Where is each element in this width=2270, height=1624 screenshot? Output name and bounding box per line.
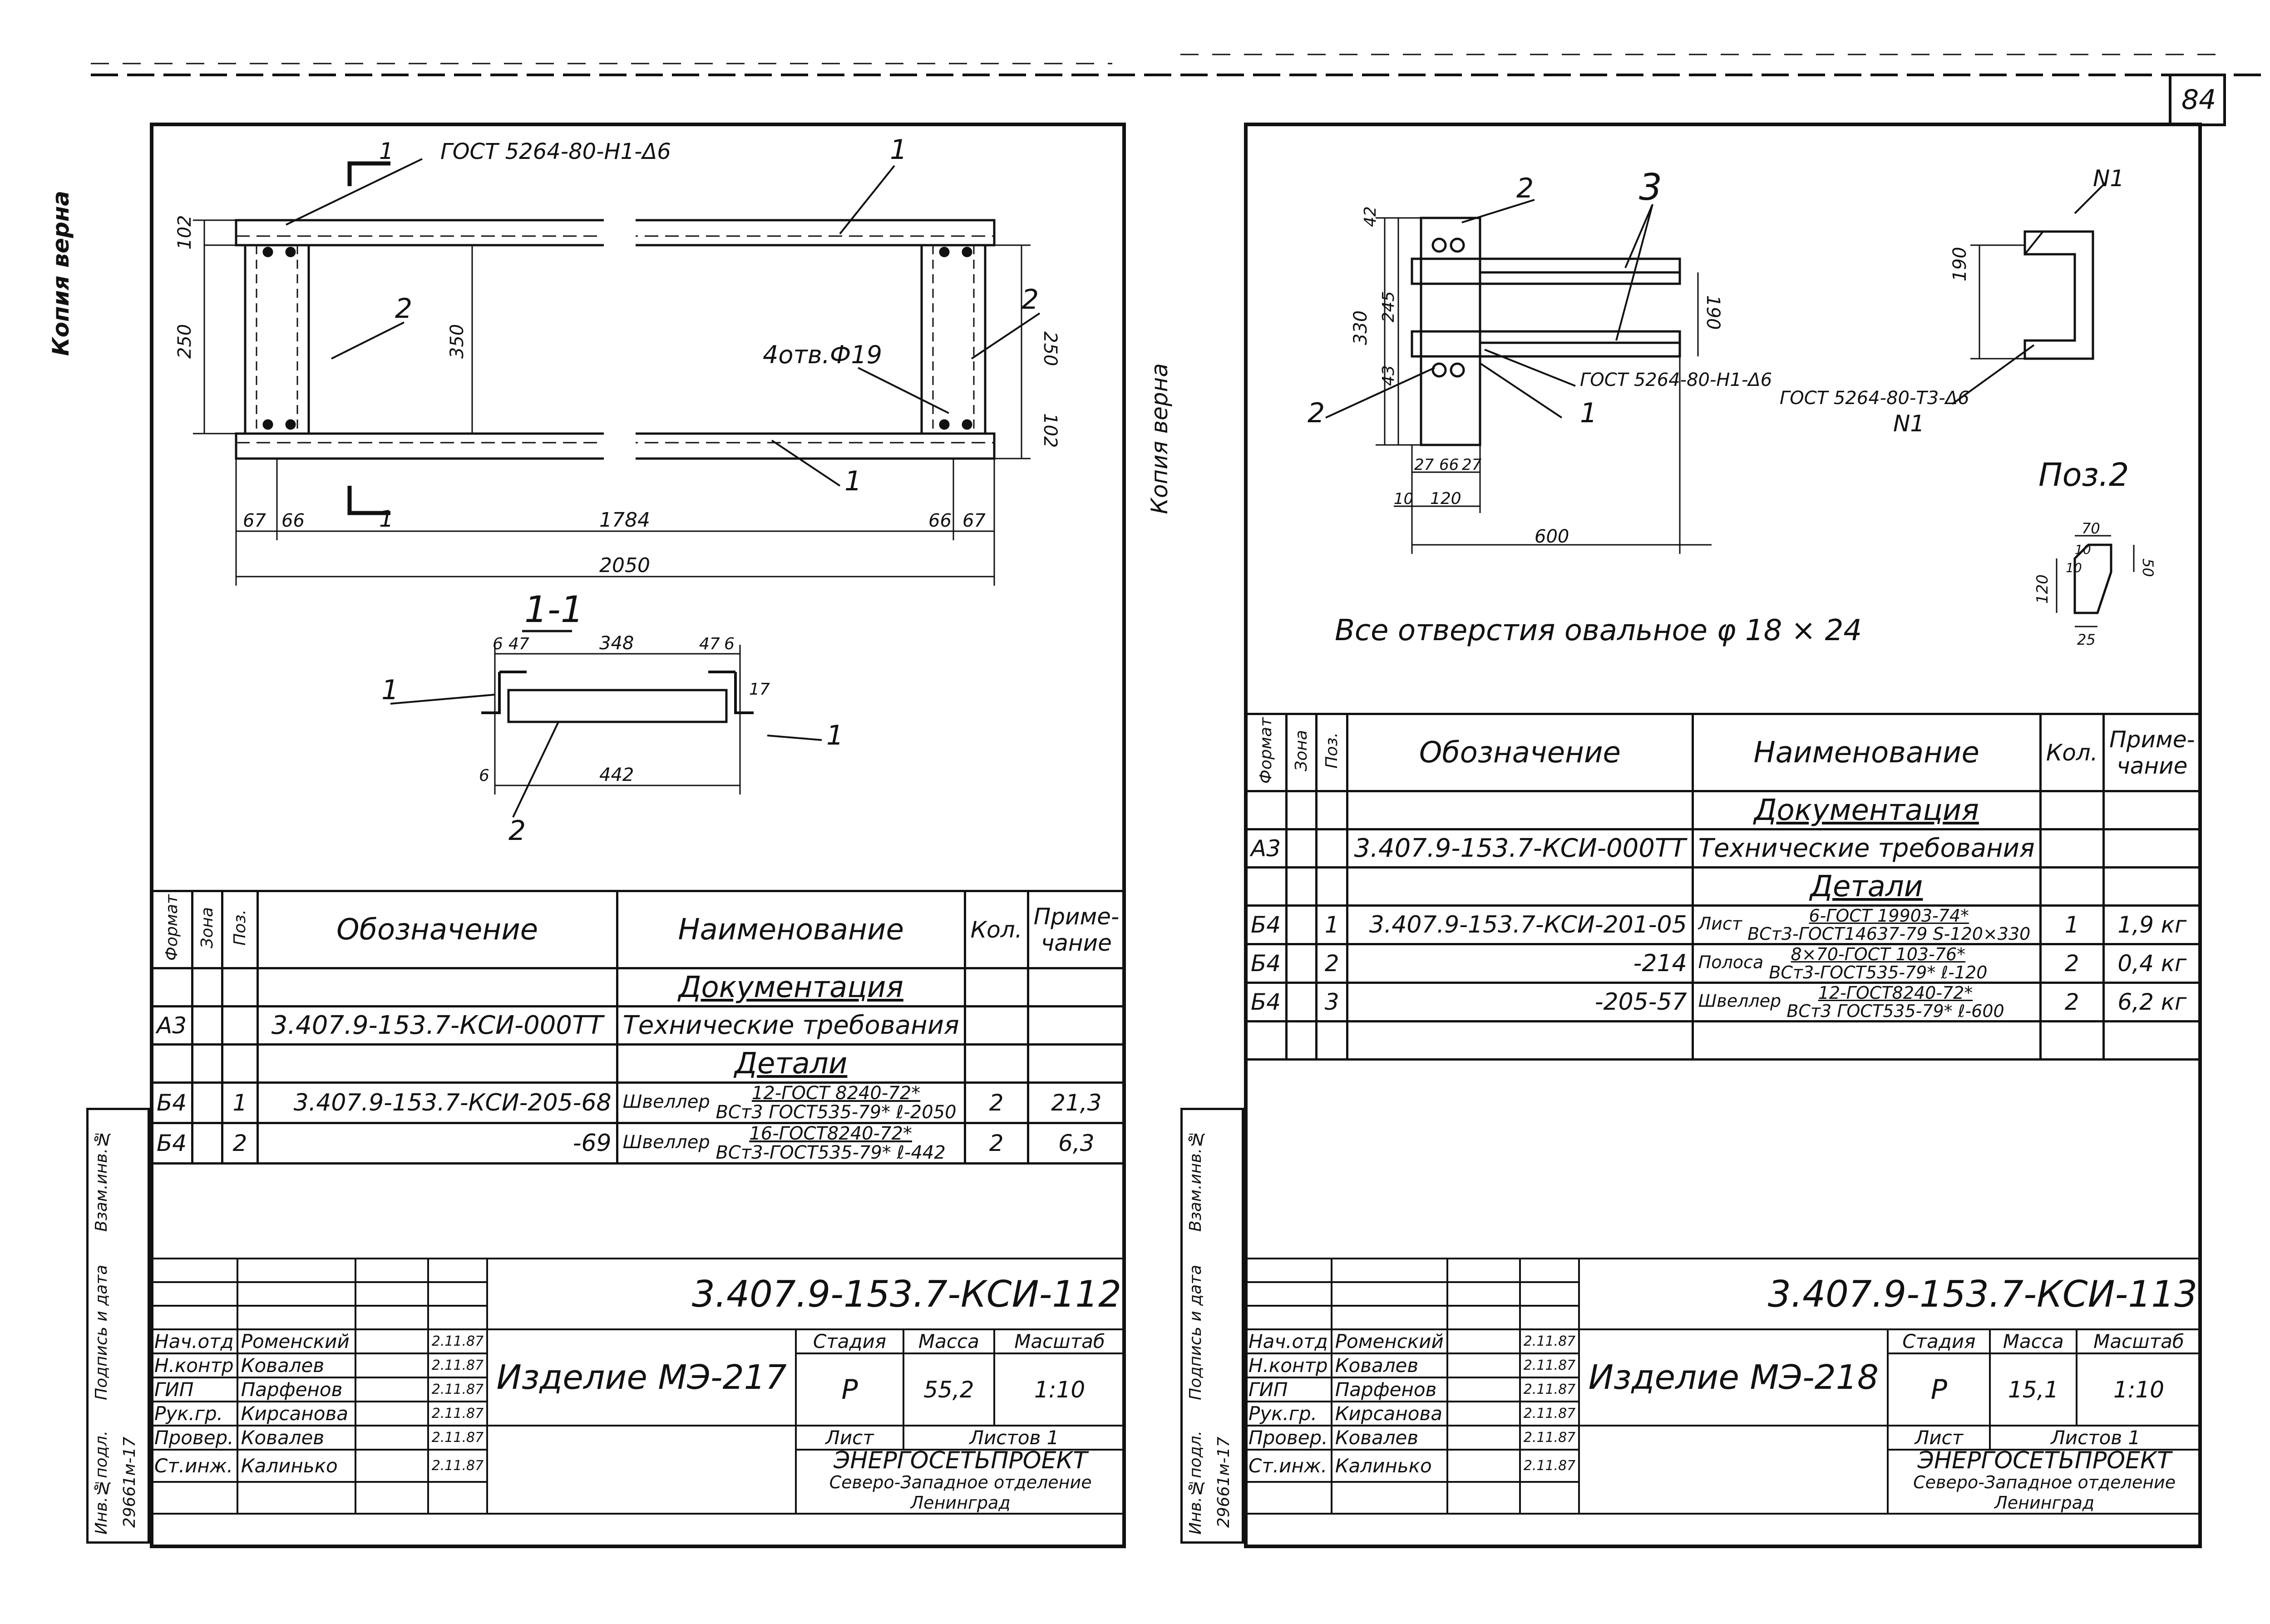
left-drawing: ГОСТ 5264-80-Н1-Δ6 1 1 1 1 2 2 4отв.Ф19 … xyxy=(174,134,1061,847)
header-note: Приме-чание xyxy=(1026,890,1126,969)
pos-2-right: 2 xyxy=(1022,284,1039,316)
section-mark-bottom: 1 xyxy=(379,506,394,532)
dim-67-b: 67 xyxy=(962,510,986,531)
svg-text:27: 27 xyxy=(1414,456,1434,474)
section-mark-top: 1 xyxy=(379,138,394,164)
page-number: 84 xyxy=(2181,84,2216,116)
doc-name: Технические требования xyxy=(616,1005,966,1046)
header-name: Наименование xyxy=(616,890,966,969)
svg-text:66: 66 xyxy=(1439,456,1459,474)
copy-stamp-mid: Копия верна xyxy=(1146,363,1173,514)
dim-1784: 1784 xyxy=(599,508,650,532)
left-side-strip: Взам.инв.№ Подпись и дата Инв.№подл. 296… xyxy=(86,1108,150,1544)
r-pos-2b: 2 xyxy=(1308,397,1325,429)
spec-row: Б4 1 3.407.9-153.7-КСИ-205-68 Швеллер 12… xyxy=(149,1081,1126,1124)
section-title: 1-1 xyxy=(524,588,584,631)
pos-1-bottom: 1 xyxy=(844,465,862,497)
svg-text:27: 27 xyxy=(1462,456,1482,474)
dim-2050: 2050 xyxy=(599,554,650,577)
sec-dim-6b: 6 xyxy=(724,635,735,653)
spec-row: Б4 1 3.407.9-153.7-КСИ-201-05 Лист 6-ГОС… xyxy=(1244,904,2202,945)
poz2-title: Поз.2 xyxy=(2038,456,2129,494)
n1-bottom: N1 xyxy=(1893,410,1925,437)
dim-66-a: 66 xyxy=(281,510,305,531)
svg-text:120: 120 xyxy=(2033,574,2052,604)
doc-designation: 3.407.9-153.7-КСИ-000ТТ xyxy=(256,1005,618,1046)
sec-pos-2: 2 xyxy=(508,815,526,847)
svg-text:190: 190 xyxy=(1702,295,1723,330)
pos-1-top: 1 xyxy=(890,134,907,166)
svg-text:25: 25 xyxy=(2077,631,2096,648)
holes-note: Все отверстия овальное φ 18 × 24 xyxy=(1335,614,1862,647)
sec-dim-17: 17 xyxy=(749,680,770,699)
sec-pos-1-right: 1 xyxy=(826,720,844,751)
left-sheet-frame xyxy=(150,123,1126,1548)
sec-dim-6a: 6 xyxy=(493,635,503,653)
svg-text:10: 10 xyxy=(1394,490,1413,508)
svg-text:120: 120 xyxy=(1430,489,1461,508)
spec-row: Б4 2 -214 Полоса 8×70-ГОСТ 103-76*ВСт3-Г… xyxy=(1244,943,2202,984)
copy-stamp-left: Копия верна xyxy=(48,191,74,356)
r-section-parts: Детали xyxy=(1691,866,2042,907)
weld-note-label: ГОСТ 5264-80-Н1-Δ6 xyxy=(440,139,671,164)
dim-250-b: 250 xyxy=(1040,331,1061,366)
right-spec-table: Формат Зона Поз. Обозначение Наименовани… xyxy=(1244,713,2202,1061)
right-drawing: 2 3 2 1 ГОСТ 5264-80-Н1-Δ6 ГОСТ 5264-80-… xyxy=(1308,165,2156,648)
dim-66-b: 66 xyxy=(928,510,952,531)
sec-pos-1-left: 1 xyxy=(381,674,399,706)
dim-250-a: 250 xyxy=(174,324,195,359)
r-pos-2a: 2 xyxy=(1516,173,1534,204)
n1-top: N1 xyxy=(2093,165,2124,192)
section-docs: Документация xyxy=(616,967,966,1007)
dim-350: 350 xyxy=(447,324,468,359)
header-designation: Обозначение xyxy=(256,890,618,969)
top-border xyxy=(91,54,2270,126)
svg-text:10: 10 xyxy=(2066,560,2082,575)
r-weld-note-1: ГОСТ 5264-80-Н1-Δ6 xyxy=(1580,370,1772,390)
dim-102-b: 102 xyxy=(1040,413,1061,448)
svg-text:245: 245 xyxy=(1379,291,1398,322)
right-side-strip: Взам.инв.№ Подпись и дата Инв.№подл. 296… xyxy=(1180,1108,1244,1544)
left-product: Изделие МЭ-217 xyxy=(486,1328,797,1427)
right-code: 3.407.9-153.7-КСИ-113 xyxy=(1578,1258,2202,1330)
dim-102-a: 102 xyxy=(174,215,195,250)
dim-67-a: 67 xyxy=(243,510,266,531)
holes-label: 4отв.Ф19 xyxy=(763,341,882,369)
pos-2-left: 2 xyxy=(395,293,412,325)
svg-text:43: 43 xyxy=(1379,365,1398,386)
left-code: 3.407.9-153.7-КСИ-112 xyxy=(486,1258,1126,1330)
svg-text:42: 42 xyxy=(1361,206,1380,227)
svg-text:600: 600 xyxy=(1535,526,1569,547)
right-product: Изделие МЭ-218 xyxy=(1578,1328,1889,1427)
svg-text:50: 50 xyxy=(2139,558,2156,577)
left-spec-table: Формат Зона Поз. Обозначение Наименовани… xyxy=(149,890,1126,1165)
sec-dim-47a: 47 xyxy=(508,635,529,653)
r-weld-note-2: ГОСТ 5264-80-Т3-Δ6 xyxy=(1780,388,1969,409)
sec-dim-47b: 47 xyxy=(699,635,720,653)
svg-text:330: 330 xyxy=(1350,311,1371,345)
sec-dim-442: 442 xyxy=(599,765,634,785)
r-pos-1: 1 xyxy=(1580,397,1597,429)
section-parts: Детали xyxy=(616,1043,966,1084)
svg-text:10: 10 xyxy=(2075,542,2091,557)
svg-text:190: 190 xyxy=(1949,247,1970,281)
sec-dim-348: 348 xyxy=(599,633,634,654)
r-section-docs: Документация xyxy=(1691,790,2042,830)
header-qty: Кол. xyxy=(963,890,1029,969)
spec-row: Б4 3 -205-57 Швеллер 12-ГОСТ8240-72*ВСт3… xyxy=(1244,982,2202,1022)
r-pos-3: 3 xyxy=(1639,166,1662,208)
svg-text:70: 70 xyxy=(2082,520,2100,537)
spec-row: Б4 2 -69 Швеллер 16-ГОСТ8240-72*ВСт3-ГОС… xyxy=(149,1122,1126,1165)
sec-dim-6c: 6 xyxy=(479,766,489,785)
